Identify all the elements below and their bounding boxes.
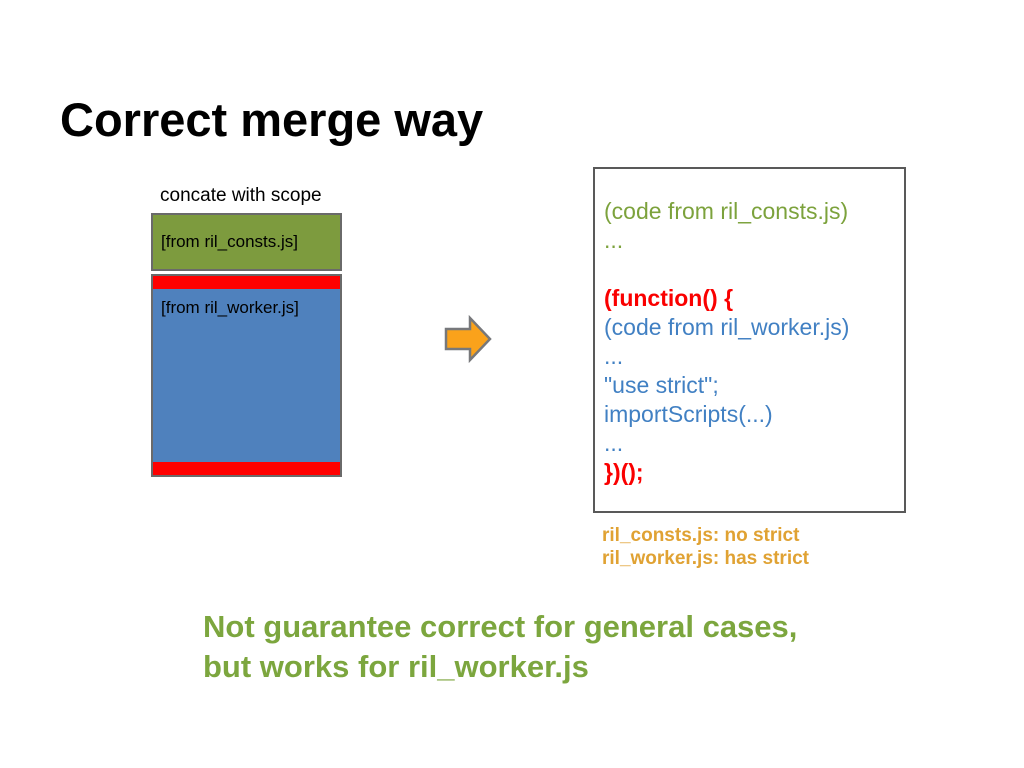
note-line: ril_consts.js: no strict — [602, 525, 800, 546]
code-line: "use strict"; — [604, 372, 719, 398]
right-block-arrow-icon — [444, 314, 492, 364]
code-line: })(); — [604, 459, 644, 485]
code-line: importScripts(...) — [604, 401, 773, 427]
code-line: (code from ril_consts.js) — [604, 198, 849, 224]
diagram-caption: concate with scope — [160, 185, 322, 206]
scope-bottom-strip — [153, 462, 340, 475]
conclusion-line: Not guarantee correct for general cases, — [203, 609, 798, 644]
scope-top-strip — [153, 276, 340, 289]
worker-file-block-label: [from ril_worker.js] — [161, 298, 299, 317]
code-line-blank — [604, 255, 898, 284]
code-line: (code from ril_worker.js) — [604, 314, 850, 340]
strict-mode-notes: ril_consts.js: no strict ril_worker.js: … — [602, 524, 809, 570]
note-line: ril_worker.js: has strict — [602, 548, 809, 569]
code-line: ... — [604, 343, 624, 369]
consts-file-block: [from ril_consts.js] — [151, 213, 342, 271]
merged-file-diagram: [from ril_consts.js] [from ril_worker.js… — [151, 213, 342, 477]
conclusion-line: but works for ril_worker.js — [203, 649, 589, 684]
conclusion-text: Not guarantee correct for general cases,… — [203, 607, 797, 687]
worker-file-block-stack: [from ril_worker.js] — [151, 274, 342, 477]
code-line: (function() { — [604, 285, 734, 311]
consts-file-block-label: [from ril_consts.js] — [161, 232, 298, 251]
merged-code-box: (code from ril_consts.js) ... (function(… — [593, 167, 906, 513]
code-line: ... — [604, 227, 624, 253]
slide-title: Correct merge way — [60, 93, 484, 146]
worker-file-block: [from ril_worker.js] — [153, 289, 340, 462]
code-line: ... — [604, 430, 624, 456]
